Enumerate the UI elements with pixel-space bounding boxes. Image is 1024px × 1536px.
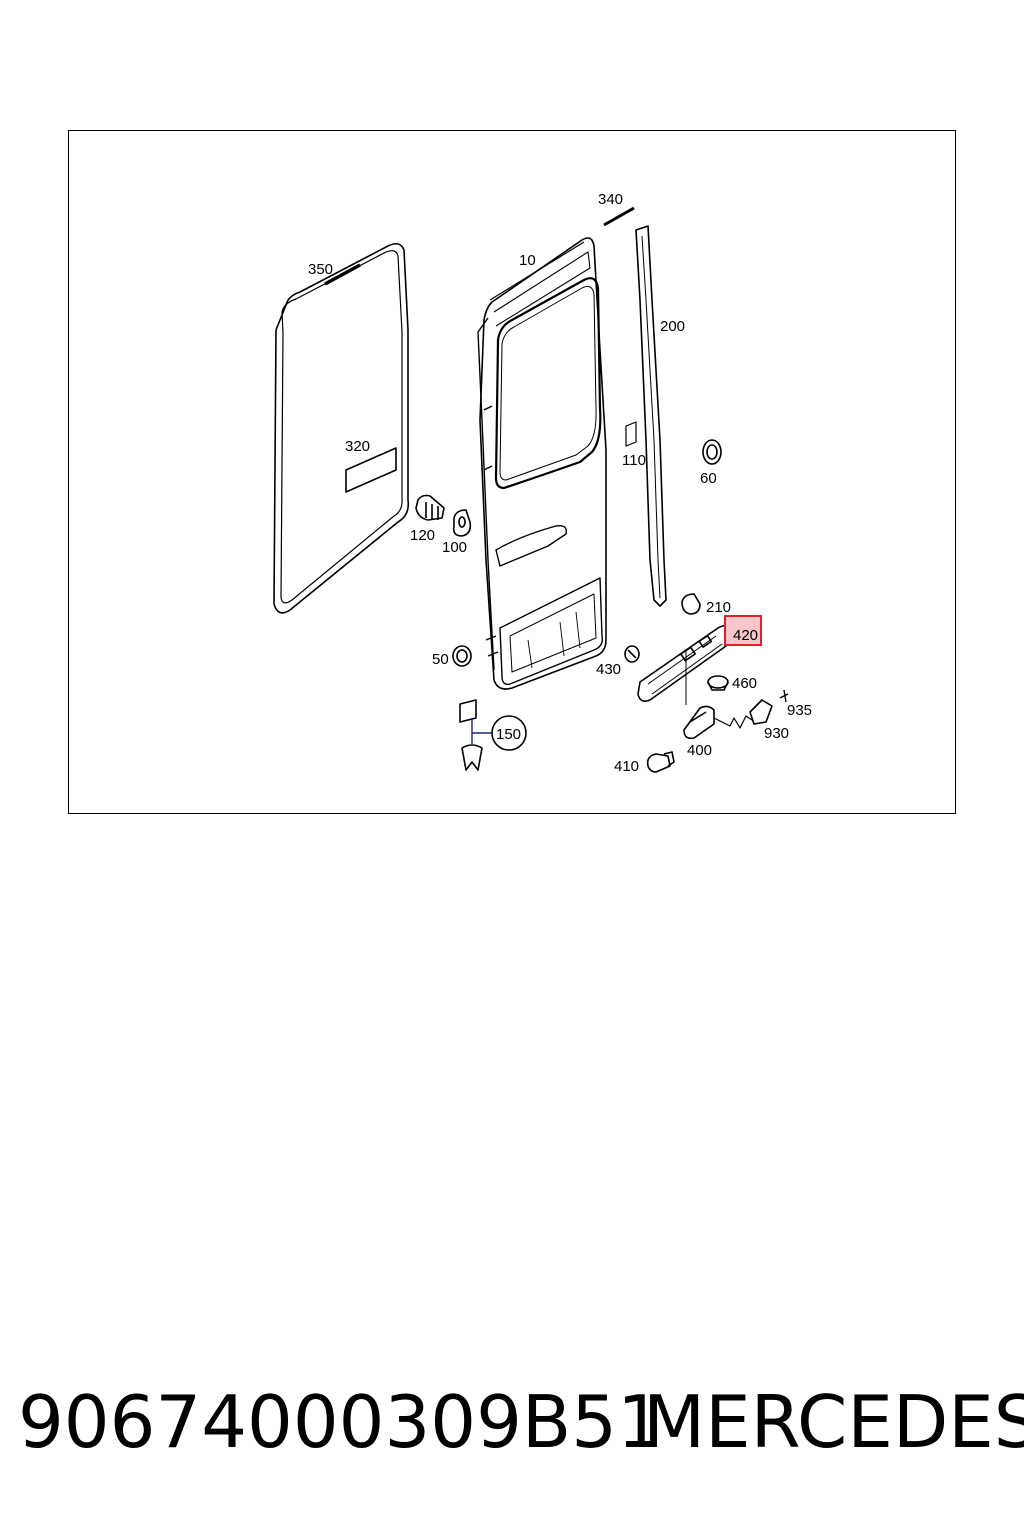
callout-10: 10	[519, 252, 536, 269]
callout-110: 110	[622, 452, 646, 469]
rear-door-10	[477, 237, 607, 690]
callout-460: 460	[732, 675, 757, 692]
footer: 90674000309B51 MERCEDES	[18, 1372, 1024, 1472]
label-320	[345, 447, 397, 493]
callout-340: 340	[598, 191, 623, 208]
clip-430	[624, 645, 640, 663]
lamp-400	[683, 705, 715, 740]
pin-935	[779, 689, 789, 703]
parts-diagram: 10 340 350 200 320 110 60 120 100 210 42…	[273, 191, 812, 775]
bulb-410	[646, 751, 675, 773]
seal-strip-200	[635, 225, 667, 607]
callout-200: 200	[660, 318, 685, 335]
highlight-420	[724, 615, 762, 646]
plug-60	[702, 439, 722, 465]
callout-430: 430	[596, 661, 621, 678]
callout-120: 120	[410, 527, 435, 544]
callout-50: 50	[432, 651, 449, 668]
callout-150: 150	[496, 726, 521, 743]
grommet-50	[452, 645, 472, 667]
label-150	[459, 699, 527, 771]
label-110	[625, 421, 637, 447]
wire-930	[713, 715, 753, 729]
buffer-120	[415, 494, 445, 521]
callout-60: 60	[700, 470, 717, 487]
callout-410: 410	[614, 758, 639, 775]
callout-350: 350	[308, 261, 333, 278]
callout-935: 935	[787, 702, 812, 719]
window-glass-350	[273, 242, 410, 614]
callout-400: 400	[687, 742, 712, 759]
cap-460	[707, 675, 729, 691]
callout-420: 420	[733, 627, 758, 644]
brand-name: MERCEDES	[643, 1380, 1024, 1464]
connector-930	[749, 699, 773, 725]
callout-210: 210	[706, 599, 731, 616]
strip-340	[603, 206, 635, 227]
callout-930: 930	[764, 725, 789, 742]
bumper-100	[452, 509, 472, 537]
callout-100: 100	[442, 539, 467, 556]
callout-320: 320	[345, 438, 370, 455]
clip-210	[681, 593, 701, 615]
diagram-frame	[68, 130, 956, 814]
part-number: 90674000309B51	[18, 1380, 663, 1464]
